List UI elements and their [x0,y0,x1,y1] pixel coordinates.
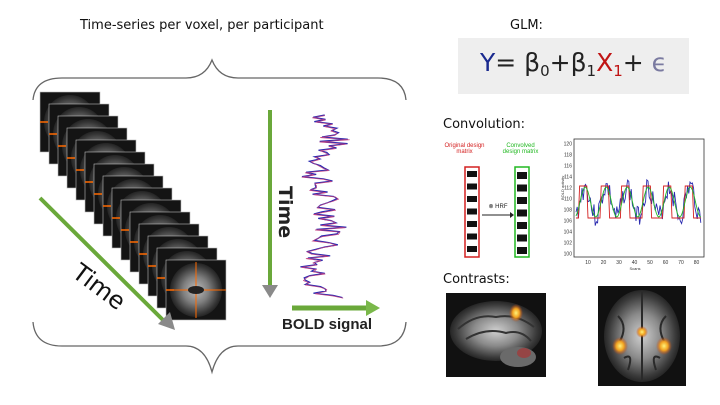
convolution-bold-trace [575,178,702,226]
design-block [467,196,477,202]
convolution-plot-frame [573,138,705,258]
sagittal-brain-image [446,293,546,377]
y-tick-label: 114 [564,175,572,181]
original-design-blocks [467,171,477,252]
ventricles [188,286,204,294]
brain-slice-stack [39,91,227,321]
x-tick-label: 80 [694,260,700,266]
hrf-arrowhead [510,212,514,218]
diagonal-time-arrowhead [158,312,175,330]
eq-sub1: 1 [586,62,597,80]
convolution-convolved-trace [575,186,702,218]
axial-brain-image [598,286,686,386]
eq-beta0: = β [495,48,541,77]
contrasts-header: Contrasts: [443,272,510,287]
x-tick-label: 60 [663,260,669,266]
design-block [517,234,527,242]
y-tick-label: 104 [564,230,573,236]
convolution-y-ticks: 120 118 116 114 112 110 108 106 104 102 100 [564,142,573,258]
y-tick-label: 100 [564,252,573,258]
design-block [517,184,527,192]
y-tick-label: 102 [564,241,573,247]
convolved-design-blocks [517,172,527,254]
design-block [467,208,477,215]
convolution-header: Convolution: [443,117,526,132]
design-block [467,171,477,177]
sagittal-activation [509,304,523,322]
bold-signal-fit-trace [301,115,350,299]
y-tick-label: 108 [564,208,573,214]
x-tick-label: 50 [647,260,653,266]
convolution-original-trace [576,185,701,219]
vertical-time-arrowhead [262,285,278,298]
design-block [517,209,527,217]
x-tick-label: 20 [601,260,607,266]
glm-equation-box: Y= β0+β1X1+ ϵ [458,38,689,94]
design-block [517,197,527,204]
diagonal-time-arrow [38,196,167,324]
design-block [517,247,527,254]
design-block [517,172,527,179]
eq-plus: + [622,48,652,77]
eq-x: X [596,48,614,77]
convolved-design-label: Convolved design matrix [502,143,539,155]
sagittal-cerebellum [500,347,536,367]
glm-equation: Y= β0+β1X1+ ϵ [458,48,689,80]
y-tick-label: 106 [564,219,573,225]
sagittal-sulci [457,315,535,342]
sagittal-activation-2 [517,348,531,358]
x-tick-label: 10 [585,260,591,266]
x-tick-label: 40 [632,260,638,266]
bold-signal-label: BOLD signal [282,316,373,333]
timeseries-header: Time-series per voxel, per participant [80,18,324,33]
axial-activation-left [612,337,628,355]
eq-x-sub: 1 [613,62,623,80]
y-tick-label: 116 [564,164,572,170]
design-block [467,183,477,190]
convolution-plot: 120 118 116 114 112 110 108 106 104 102 100 10 20 30… [560,138,705,271]
x-tick-label: 70 [678,260,684,266]
eq-y: Y [479,48,496,77]
convolution-x-axis-label: Scans [629,266,640,271]
design-block [467,233,477,240]
design-matrices [464,166,530,258]
top-curly-brace [32,58,407,101]
glm-header: GLM: [510,18,543,33]
axial-activation-right [656,337,672,355]
bold-arrowhead [366,300,380,316]
time-label-vertical: Time [274,186,296,239]
x-tick-label: 30 [616,260,622,266]
eq-sub0: 0 [540,62,550,80]
eq-beta1: +β [549,48,587,77]
original-design-label: Original design matrix [444,143,485,155]
design-block [517,222,527,229]
design-block [467,221,477,227]
y-tick-label: 112 [564,186,572,192]
y-tick-label: 110 [564,197,572,203]
design-block [467,246,477,252]
hrf-label: ⊗ HRF [488,204,508,210]
eq-epsilon: ϵ [651,48,668,77]
y-tick-label: 120 [564,142,573,148]
axial-activation-center [636,326,648,338]
convolution-x-ticks: 10 20 30 40 50 60 70 80 [585,260,699,266]
bottom-curly-brace [32,321,407,375]
y-tick-label: 118 [564,153,572,159]
convolution-y-axis-label: BOLD activity [560,176,565,200]
